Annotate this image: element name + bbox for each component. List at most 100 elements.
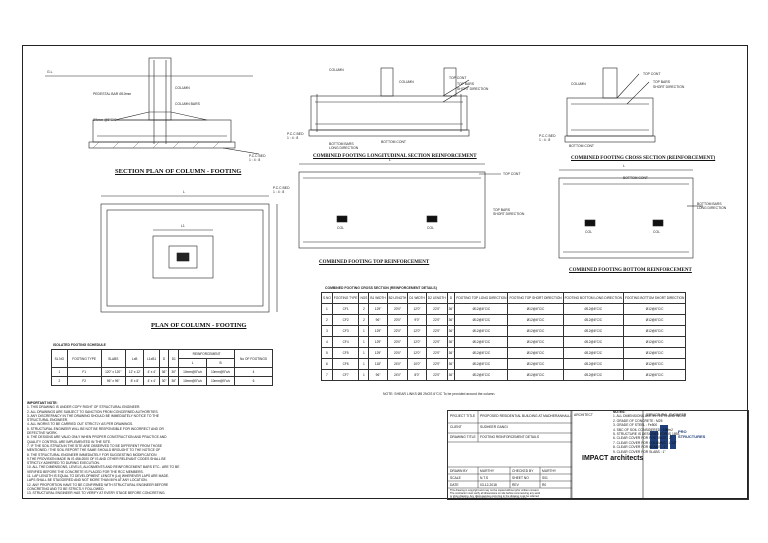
long-column-left: COLUMN: [329, 68, 344, 72]
bottom-reinforcement-plan: [558, 177, 694, 259]
column-bars-label: COLUMN BARS: [175, 102, 200, 106]
footing-base: [92, 119, 232, 143]
isolated-schedule-table: SL NO FOOTING TYPE SLABS LxB L1xB1 D D1 …: [51, 349, 273, 386]
iso-h-d1: D1: [168, 349, 180, 368]
project-title: PROPOSED RESIDENTIAL BUILDING AT MADHERA…: [480, 414, 572, 418]
list-item: 7. IF THE SOIL STRATA IN THE SITE ARE OB…: [27, 443, 163, 448]
top-bars-label: TOP BARS SHORT DIRECTION: [493, 208, 525, 216]
list-item: 8. CLEAR COVER FOR BEAMS : 1": [613, 445, 667, 450]
pedestal-label: PEDESTAL BAR Ø10mm: [93, 92, 132, 96]
list-item: STRICTLY ADHERED TO DURING EXECUTION.: [27, 461, 100, 466]
iso-h-b: B: [206, 358, 236, 368]
iso-h-lxb: LxB: [124, 349, 145, 368]
plan-l-label: L: [183, 190, 185, 194]
column-section: [148, 57, 172, 121]
list-item: 3. GRADE OF STEEL : Fe500: [613, 423, 658, 428]
footing-slope: [114, 111, 208, 121]
list-item: 7. CLEAR COVER FOR COLUMNS : 1 1/2": [613, 440, 677, 445]
list-item: 1. ALL DIMENSIONS ARE IN FEETS AND INCHE: [613, 414, 687, 419]
notes-list: 1. THIS DRAWING IS UNDER COPY RIGHT OF S…: [27, 405, 317, 495]
title-block-grid: [448, 411, 573, 499]
list-item: DEFECTIVE WORK.: [27, 431, 58, 436]
list-item: 3. ANY DISCREPANCY IN THE DRAWING SHOULD…: [27, 413, 159, 418]
bottom-col-left: COL: [585, 230, 592, 234]
list-item: STRUCTURAL ENGINEER.: [27, 418, 69, 423]
cross-column: COLUMN: [571, 82, 586, 86]
gl-label: G.L: [47, 70, 53, 74]
top-col-left: COL: [337, 226, 344, 230]
long-top-bars: TOP BARS: [457, 82, 475, 86]
list-item: 6. CLEAR COVER FOR FOOTINGS : 2": [613, 436, 673, 441]
list-item: 5. STRUCTURE IS DESIGNED FOR IS 1893: [613, 432, 680, 437]
footing-plan-outer: [100, 203, 270, 313]
list-item: 6. THE DESIGNS ARE VALID ONLY WHEN PROPE…: [27, 435, 167, 440]
plan-l1-label: L1: [181, 224, 185, 228]
iso-h-d: D: [158, 349, 170, 368]
bottom-l-label: L: [623, 164, 625, 168]
iso-h-nos: No OF FOOTINGS: [234, 349, 273, 368]
iso-h-l1xb1: L1xB1: [143, 349, 160, 368]
iso-h-type: FOOTING TYPE: [66, 349, 102, 368]
long-bottom-bars: BOTTOM BARS LONG DIRECTION: [329, 142, 359, 150]
iso-h-slno: SL NO: [51, 349, 68, 368]
iso-h-reinf: REINFORCEMENT: [178, 349, 236, 359]
cross-short-dir: SHORT DIRECTION: [653, 85, 685, 89]
combined-schedule-title: COMBINED FOOTING CROSS SECTION (REINFORC…: [325, 286, 437, 290]
drawing-title: FOOTING REINFORCEMENT DETAILS: [480, 435, 540, 439]
plan-title: PLAN OF COLUMN - FOOTING: [151, 322, 247, 329]
drawing-sheet: G.L COLUMN COLUMN BARS PEDESTAL BAR Ø10m…: [22, 45, 749, 500]
pcc-bed: [88, 141, 236, 149]
bottom-cont-label: BOTTOM CONT: [623, 176, 648, 180]
general-notes: NOTES: 1. ALL DIMENSIONS ARE IN FEETS AN…: [613, 410, 687, 454]
list-item: VERIFIED BEFORE THE CONCRETE IS PLACED F…: [27, 469, 144, 474]
list-item: 9. CLEAR COVER FOR SLABS : 1": [613, 449, 666, 454]
list-item: 13. STRUCTURAL ENGINEER HAS TO VERIFY AT…: [27, 491, 166, 496]
combined-note: NOTE: SHEAR LINKS Ø8 2NOS 6"C/C To be pr…: [383, 392, 496, 396]
cross-top-bars: TOP BARS: [653, 80, 671, 84]
list-item: MENTIONED / THE SOIL REPORT THE SAME SHO…: [27, 448, 161, 453]
title-block: PROJECT TITLE PROPOSED RESIDENTIAL BUILD…: [447, 410, 749, 500]
list-item: 11. LAP LENGTH IS EQUAL TO DEVELOPMENT L…: [27, 474, 170, 479]
section-plan-title: SECTION PLAN OF COLUMN - FOOTING: [115, 168, 242, 175]
pcc-label: P.C.C BED 1 : 4 : 8: [249, 154, 266, 162]
long-section-footing: [310, 95, 468, 131]
bottom-reinf-title: COMBINED FOOTING BOTTOM REINFORCEMENT: [569, 268, 692, 273]
client-name: SUDHEER GANGI: [480, 425, 508, 429]
footing-plan-inner: [152, 235, 214, 279]
list-item: LAPS SHALL BE STAGGERED AND NOT MORE THA…: [27, 478, 148, 483]
notes-heading: IMPORTANT NOTE:: [27, 401, 58, 405]
long-short-dir: SHORT DIRECTION: [457, 87, 489, 91]
list-item: 2. GRADE OF CONCRETE : M25: [613, 418, 663, 423]
top-reinf-title: COMBINED FOOTING TOP REINFORCEMENT: [319, 260, 430, 265]
list-item: 2. ALL DRAWINGS ARE SUBJECT TO SANCTION …: [27, 409, 159, 414]
top-cont-label: TOP CONT: [503, 172, 521, 176]
long-top-cont: TOP CONT: [449, 76, 467, 80]
list-item: 9.THE PROVISION MADE IN IS 456:2000 OF I…: [27, 456, 166, 461]
long-section-title: COMBINED FOOTING LONGITUDINAL SECTION RE…: [313, 154, 477, 159]
top-reinforcement-plan: [298, 171, 486, 249]
list-item: 4. SBC OF SOIL CONSIDERED : 18t/m2: [613, 427, 673, 432]
long-pcc: P.C.C BED 1 : 4 : 8: [287, 132, 304, 140]
list-item: 4. ALL WORKS TO BE CARRIED OUT STRICTLY …: [27, 422, 134, 427]
linework: [45, 57, 703, 498]
cross-section-footing: [566, 97, 654, 137]
isolated-schedule-title: ISOLATED FOOTING SCHEDULE: [53, 343, 106, 347]
list-item: 10. ALL THE DIMENSIONS, LEVELS, ALIGNMEN…: [27, 465, 180, 470]
plan-pcc-label: P.C.C BED 1 : 4 : 8: [273, 186, 290, 194]
disclaimer: This drawing is copyright and may not be…: [450, 489, 541, 501]
firm-logo: IMPACT architects: [582, 455, 644, 462]
cross-section-title: COMBINED FOOTING CROSS SECTION (REINFORC…: [571, 156, 716, 161]
bottom-bars-label: BOTTOM BARS LONG DIRECTION: [697, 202, 727, 210]
engineer-name: PRO STRUCTURES: [678, 429, 706, 439]
list-item: 5. STRUCTURAL ENGINEER WILL BE NOT BE RE…: [27, 426, 164, 431]
important-notes: IMPORTANT NOTE: 1. THIS DRAWING IS UNDER…: [27, 401, 317, 496]
list-item: QUALITY CONTROL ARE IMPLEMENTED IN THE S…: [27, 439, 112, 444]
